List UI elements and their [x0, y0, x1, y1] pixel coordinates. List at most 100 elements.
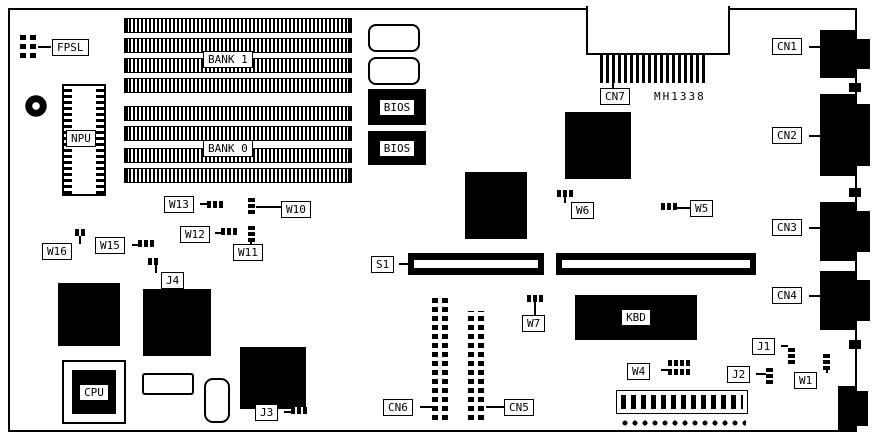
w15-label: W15 — [95, 237, 125, 254]
cn7-label: CN7 — [600, 88, 630, 105]
leader-line — [155, 265, 157, 273]
w5-label: W5 — [690, 200, 714, 217]
simm-socket-4 — [124, 78, 352, 93]
s1-label: S1 — [371, 256, 395, 273]
leader-line — [399, 263, 408, 265]
leader-line — [809, 227, 820, 229]
npu-label: NPU — [66, 130, 96, 147]
simm-socket-8 — [124, 168, 352, 183]
simm-socket-6 — [124, 126, 352, 141]
w7-label: W7 — [522, 315, 546, 332]
cn1-connector-tab — [855, 39, 870, 69]
cn7-edge-connector — [600, 55, 706, 83]
leader-line — [420, 406, 432, 408]
cn5-label: CN5 — [504, 399, 534, 416]
fpsl-label: FPSL — [52, 39, 89, 56]
bottom-pin-header — [616, 390, 748, 414]
leader-line — [38, 46, 51, 48]
bios1-label: BIOS — [378, 98, 416, 116]
j1-label: J1 — [752, 338, 776, 355]
leader-line — [486, 406, 504, 408]
leader-line — [809, 46, 820, 48]
leader-line — [79, 236, 81, 244]
w10-jumper — [248, 198, 255, 214]
leader-line — [781, 345, 788, 347]
leader-line — [756, 373, 766, 375]
cn2-label: CN2 — [772, 127, 802, 144]
board-part-number: MH1338 — [654, 90, 706, 103]
j1-jumper — [788, 348, 795, 364]
w16-label: W16 — [42, 243, 72, 260]
leader-line — [826, 370, 828, 373]
w12-label: W12 — [180, 226, 210, 243]
w1-label: W1 — [794, 372, 818, 389]
leader-line — [132, 244, 138, 246]
qfp-chip-4 — [143, 289, 211, 356]
mounting-hole — [25, 95, 47, 117]
cn3-connector-tab — [855, 211, 870, 252]
leader-line — [661, 369, 668, 371]
cpu-die: CPU — [72, 370, 116, 414]
leader-line — [612, 83, 614, 88]
leader-line — [284, 411, 291, 413]
simm-socket-5 — [124, 106, 352, 121]
board-edge-tab — [849, 83, 861, 92]
cn4-connector-tab — [855, 280, 870, 321]
cn2-connector-tab — [855, 104, 870, 166]
leader-line — [809, 135, 820, 137]
qfp-chip-2 — [565, 112, 631, 179]
kbd-label: KBD — [621, 309, 651, 326]
cn4-connector — [820, 271, 857, 330]
cn3-connector — [820, 202, 857, 261]
leader-line — [564, 197, 566, 203]
cpu-socket: CPU — [62, 360, 126, 424]
leader-line — [809, 295, 820, 297]
w13-jumper — [207, 201, 223, 208]
capacitor — [204, 378, 230, 423]
w6-jumper — [557, 190, 573, 197]
w11-label: W11 — [233, 244, 263, 261]
leader-line — [534, 302, 536, 315]
j4-label: J4 — [161, 272, 185, 289]
w1-jumper — [823, 354, 830, 370]
corner-connector — [838, 386, 857, 430]
bank1-label: BANK 1 — [203, 51, 253, 68]
w4-label: W4 — [627, 363, 651, 380]
w7-jumper — [527, 295, 543, 302]
w4-pin-block — [668, 360, 692, 375]
leader-line — [250, 242, 252, 245]
j2-jumper — [766, 368, 773, 384]
bios-chip-1: BIOS — [368, 89, 426, 125]
bank0-label: BANK 0 — [203, 140, 253, 157]
isa-slot-1 — [408, 253, 544, 275]
leader-line — [256, 206, 281, 208]
w10-label: W10 — [281, 201, 311, 218]
cn4-label: CN4 — [772, 287, 802, 304]
empty-socket-2 — [368, 57, 420, 85]
leader-line — [200, 203, 207, 205]
qfp-chip-3 — [58, 283, 120, 346]
kbd-controller-chip: KBD — [575, 295, 697, 340]
cn6-pin-header — [432, 297, 448, 420]
board-edge-tab — [849, 188, 861, 197]
leader-line — [677, 207, 690, 209]
isa-slot-2 — [556, 253, 756, 275]
bottom-pin-header-pins — [621, 395, 743, 409]
w6-label: W6 — [571, 202, 595, 219]
bios2-label: BIOS — [378, 139, 416, 157]
leader-line — [215, 232, 221, 234]
bottom-solder-pads — [618, 417, 746, 428]
bios-chip-2: BIOS — [368, 131, 426, 165]
empty-socket-1 — [368, 24, 420, 52]
cpu-label: CPU — [79, 383, 109, 401]
fpsl-connector — [20, 32, 36, 58]
oscillator — [142, 373, 194, 395]
cn1-label: CN1 — [772, 38, 802, 55]
j3-jumper — [291, 407, 307, 414]
qfp-chip-5 — [240, 347, 306, 409]
corner-connector-tab — [855, 391, 868, 426]
cn5-pin-header — [468, 311, 484, 420]
w15-jumper — [138, 240, 154, 247]
qfp-chip-1 — [465, 172, 527, 239]
